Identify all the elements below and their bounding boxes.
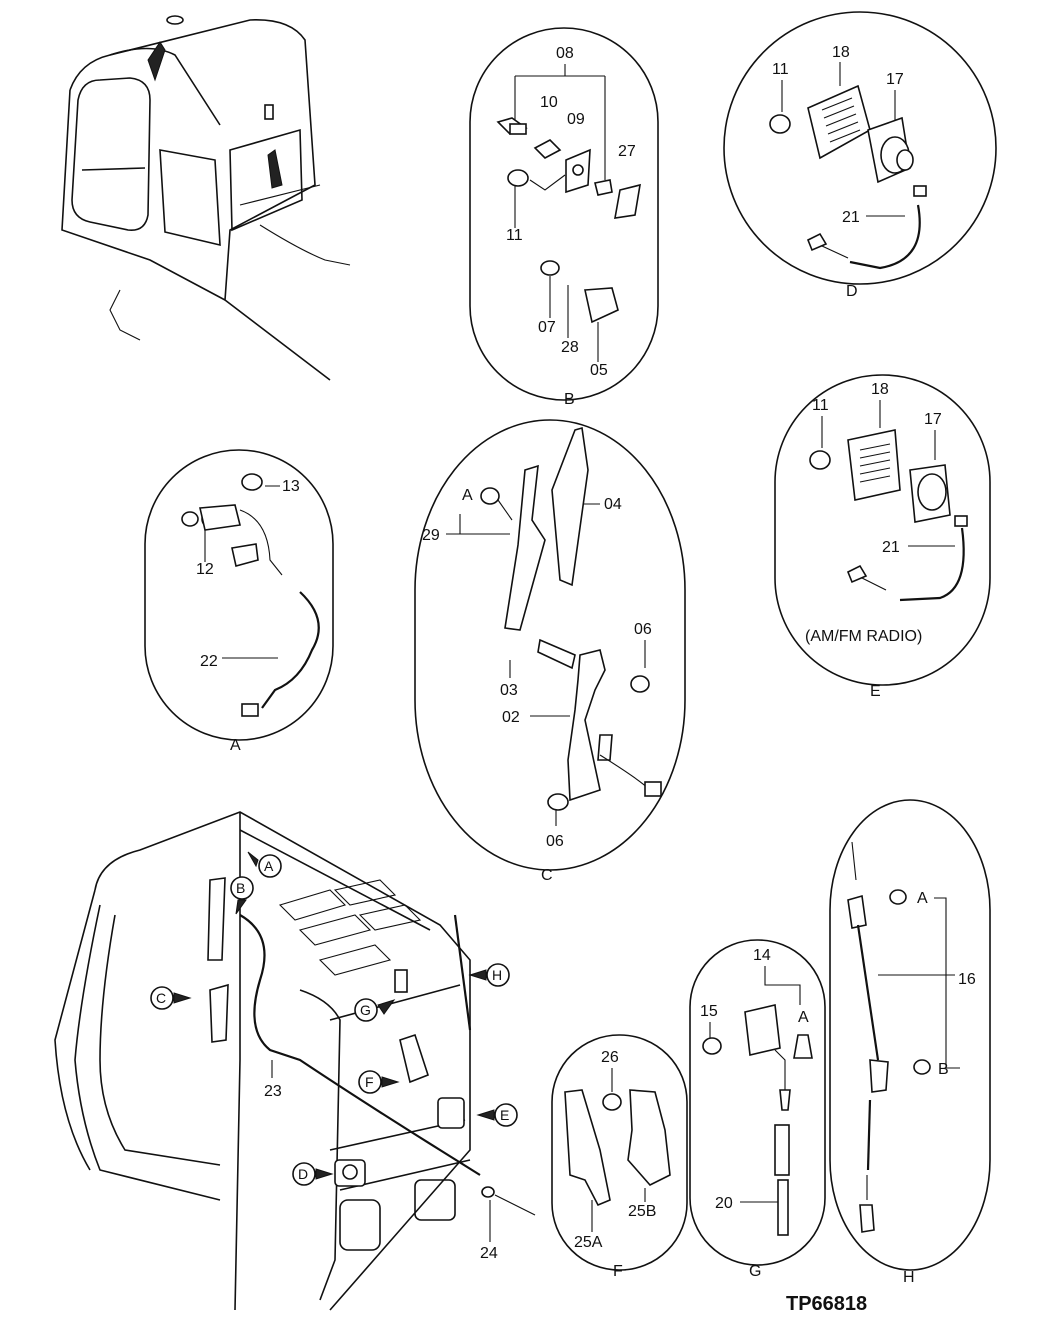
label-13: 13 [282,478,300,495]
label-18: 18 [832,44,850,61]
label-a-callout: A [462,487,473,504]
label-24: 24 [480,1245,498,1262]
label-27: 27 [618,143,636,160]
label-09: 09 [567,111,585,128]
label-g-a: A [798,1009,809,1026]
svg-text:H: H [492,967,502,983]
label-18: 18 [871,381,889,398]
cab-callout-h: H [468,963,510,987]
view-h-letter: H [903,1269,915,1286]
label-20: 20 [715,1195,733,1212]
am-fm-radio-note: (AM/FM RADIO) [805,628,922,645]
svg-text:C: C [156,990,166,1006]
label-h-a: A [917,890,928,907]
main-cab: A B C D E F G [54,811,536,1311]
view-f-letter: F [613,1263,623,1280]
label-14: 14 [753,947,771,964]
label-28: 28 [561,339,579,356]
cab-callout-e: E [476,1103,518,1127]
label-05: 05 [590,362,608,379]
label-25a: 25A [574,1234,603,1251]
svg-text:A: A [264,858,274,874]
reference-code: TP66818 [786,1293,867,1315]
view-g-letter: G [749,1263,761,1280]
cab-callout-c: C [150,986,192,1010]
label-29: 29 [422,527,440,544]
label-17: 17 [924,411,942,428]
cab-callout-f: F [358,1070,400,1094]
svg-text:D: D [298,1166,308,1182]
label-16: 16 [958,971,976,988]
view-e: 11 18 17 21 (AM/FM RADIO) E [774,374,991,700]
cab-callout-d: D [292,1162,334,1186]
label-06-lower: 06 [546,833,564,850]
label-02: 02 [502,709,520,726]
view-c-letter: C [541,867,553,884]
cab-callout-b: B [230,876,254,915]
label-21: 21 [842,209,860,226]
label-12: 12 [196,561,214,578]
label-06-upper: 06 [634,621,652,638]
label-17: 17 [886,71,904,88]
svg-text:B: B [236,880,245,896]
label-08: 08 [556,45,574,62]
label-23: 23 [264,1083,282,1100]
label-10: 10 [540,94,558,111]
label-21: 21 [882,539,900,556]
svg-text:G: G [360,1002,371,1018]
label-11: 11 [772,61,789,78]
label-25b: 25B [628,1203,656,1220]
view-d: 11 18 17 21 D [723,11,997,300]
view-b-letter: B [564,391,575,408]
view-d-letter: D [846,283,858,300]
view-f: 26 25A 25B F [551,1034,688,1280]
label-11: 11 [506,227,523,244]
view-b: 08 10 09 27 11 07 28 05 B [469,27,659,408]
label-h-b: B [938,1061,949,1078]
label-11: 11 [812,397,829,414]
label-03: 03 [500,682,518,699]
view-c: A 29 04 06 03 02 06 C [414,419,686,884]
cab-callout-a: A [247,851,282,878]
cab-callout-g: G [354,998,396,1022]
label-04: 04 [604,496,622,513]
label-07: 07 [538,319,556,336]
svg-text:F: F [365,1074,374,1090]
view-a: 13 12 22 A [144,449,334,754]
label-22: 22 [200,653,218,670]
view-g: 14 15 A 20 G [689,939,826,1280]
svg-text:E: E [500,1107,509,1123]
view-a-letter: A [230,737,241,754]
small-cab-overview [61,15,351,381]
label-15: 15 [700,1003,718,1020]
label-26: 26 [601,1049,619,1066]
view-e-letter: E [870,683,881,700]
view-h: A 16 B H [829,799,991,1286]
